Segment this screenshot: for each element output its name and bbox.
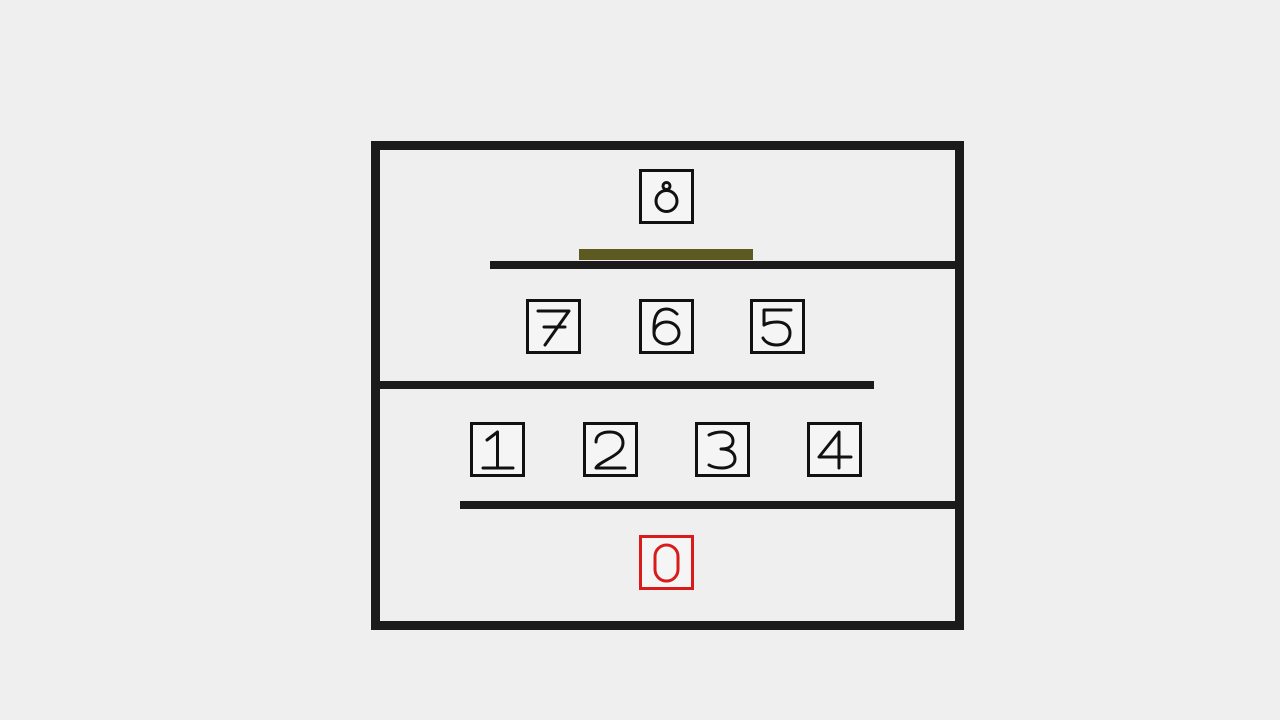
floor-divider-bottom: [460, 501, 955, 509]
digit-3-glyph: [707, 430, 737, 470]
building-frame: [371, 141, 964, 630]
floor-divider-top: [490, 261, 955, 269]
digit-2-glyph: [594, 430, 627, 470]
floor-button-1[interactable]: 1: [470, 422, 525, 477]
floor-button-6[interactable]: 6: [639, 299, 694, 354]
floor-button-0-current[interactable]: 0: [639, 535, 694, 590]
floor-button-8[interactable]: 8: [639, 169, 694, 224]
digit-4-glyph: [817, 430, 853, 470]
floor-button-7[interactable]: 7: [526, 299, 581, 354]
floor-button-5[interactable]: 5: [750, 299, 805, 354]
elevator-platform: [579, 249, 753, 260]
floor-button-4[interactable]: 4: [807, 422, 862, 477]
digit-7-glyph: [536, 309, 571, 347]
floor-divider-middle: [380, 381, 874, 389]
floor-button-3[interactable]: 3: [695, 422, 750, 477]
digit-1-glyph: [481, 430, 515, 470]
digit-5-glyph: [761, 308, 793, 347]
digit-8-glyph: [654, 181, 679, 213]
digit-6-glyph: [652, 307, 681, 346]
digit-0-glyph: [653, 543, 680, 583]
floor-button-2[interactable]: 2: [583, 422, 638, 477]
